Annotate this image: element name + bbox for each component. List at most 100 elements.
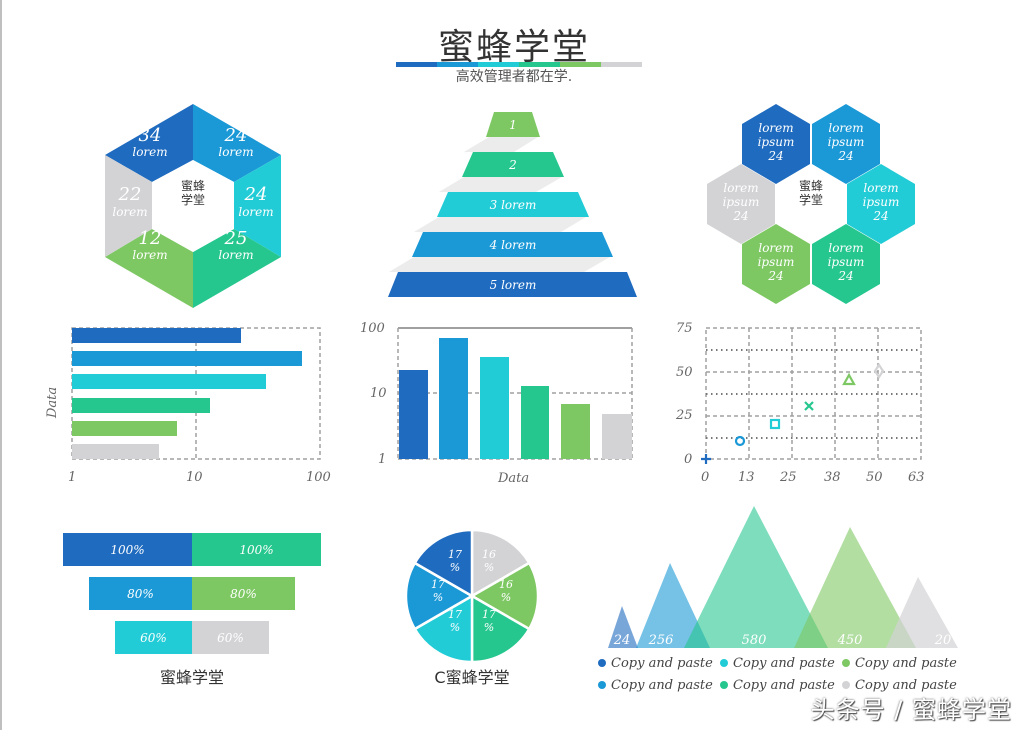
svg-text:256: 256	[648, 633, 674, 648]
svg-text:lorem: lorem	[132, 145, 167, 159]
svg-text:5 lorem: 5 lorem	[490, 278, 537, 292]
pie-chart: 17 % 16 % 16 % 17 % 17 % 17 %	[404, 528, 540, 664]
svg-text:蜜蜂: 蜜蜂	[181, 178, 205, 193]
pyramid-level-3	[437, 192, 589, 217]
title-color-bar	[396, 62, 642, 67]
funnel-row-2: 80% 80%	[89, 577, 295, 610]
svg-text:25: 25	[675, 408, 693, 423]
svg-text:1: 1	[378, 452, 386, 467]
pie-caption: C蜜蜂学堂	[434, 668, 510, 687]
svg-text:17: 17	[448, 548, 462, 561]
svg-text:10: 10	[370, 386, 387, 401]
svg-text:1: 1	[68, 470, 76, 485]
svg-text:2: 2	[508, 158, 517, 172]
svg-text:24: 24	[872, 209, 888, 223]
page-border	[0, 0, 2, 730]
svg-text:34: 34	[139, 125, 162, 146]
hexagon-ring-diagram: 34 lorem 24 lorem 24 lorem 25 lorem 12 l…	[105, 104, 281, 308]
svg-text:lorem: lorem	[218, 248, 253, 262]
svg-text:ipsum: ipsum	[863, 195, 900, 209]
svg-text:24: 24	[837, 149, 853, 163]
svg-text:17: 17	[482, 608, 496, 621]
triangle-area-chart: 24 256 580 450 20	[608, 506, 958, 648]
svg-text:4 lorem: 4 lorem	[489, 238, 537, 252]
svg-text:lorem: lorem	[863, 181, 898, 195]
svg-text:24: 24	[767, 149, 783, 163]
legend-item: Copy and paste	[598, 656, 720, 671]
svg-text:24: 24	[732, 209, 748, 223]
svg-text:lorem: lorem	[132, 248, 167, 262]
svg-text:lorem: lorem	[828, 241, 863, 255]
page-title: 蜜蜂学堂	[437, 27, 590, 68]
svg-text:lorem: lorem	[723, 181, 758, 195]
svg-text:17: 17	[431, 578, 445, 591]
svg-text:1: 1	[509, 118, 517, 132]
legend-item: Copy and paste	[720, 656, 842, 671]
svg-text:ipsum: ipsum	[758, 135, 795, 149]
svg-text:100: 100	[360, 321, 385, 336]
svg-text:lorem: lorem	[758, 121, 793, 135]
legend-dot-icon	[842, 659, 850, 667]
pyramid-level-5	[388, 272, 637, 297]
svg-text:3 lorem: 3 lorem	[490, 198, 537, 212]
legend-item: Copy and paste	[720, 678, 842, 693]
pyramid-diagram: 1 2 3 lorem 4 lorem 5 lorem	[388, 112, 637, 297]
pyramid-level-1	[486, 112, 540, 137]
svg-text:13: 13	[738, 470, 755, 485]
svg-text:17: 17	[448, 608, 462, 621]
svg-text:22: 22	[118, 184, 142, 205]
svg-text:Data: Data	[45, 387, 60, 419]
svg-text:%: %	[450, 621, 460, 634]
svg-text:%: %	[501, 591, 511, 604]
svg-text:12: 12	[139, 228, 162, 249]
svg-text:16: 16	[499, 578, 513, 591]
legend-item: Copy and paste	[842, 678, 964, 693]
page-subtitle: 高效管理者都在学.	[455, 69, 573, 85]
legend-item: Copy and paste	[598, 678, 720, 693]
funnel-row-3: 60% 60%	[115, 621, 269, 654]
svg-text:16: 16	[482, 548, 496, 561]
svg-text:63: 63	[908, 470, 925, 485]
svg-text:24: 24	[767, 269, 783, 283]
svg-text:100: 100	[306, 470, 331, 485]
svg-text:lorem: lorem	[238, 205, 273, 219]
svg-text:50: 50	[866, 470, 883, 485]
svg-text:学堂: 学堂	[181, 192, 205, 207]
svg-text:38: 38	[824, 470, 841, 485]
svg-text:0: 0	[701, 470, 709, 485]
svg-text:lorem: lorem	[758, 241, 793, 255]
svg-text:25: 25	[779, 470, 797, 485]
svg-text:450: 450	[837, 633, 863, 648]
svg-text:lorem: lorem	[218, 145, 253, 159]
svg-text:ipsum: ipsum	[758, 255, 795, 269]
svg-text:25: 25	[224, 228, 248, 249]
svg-text:10: 10	[186, 470, 203, 485]
svg-text:75: 75	[676, 321, 693, 336]
svg-text:ipsum: ipsum	[723, 195, 760, 209]
svg-text:学堂: 学堂	[799, 192, 823, 207]
svg-text:24: 24	[224, 125, 248, 146]
svg-text:0: 0	[684, 452, 692, 467]
svg-text:%: %	[484, 621, 494, 634]
svg-text:580: 580	[742, 633, 767, 648]
svg-text:lorem: lorem	[112, 205, 147, 219]
legend-dot-icon	[720, 659, 728, 667]
legend-dot-icon	[598, 681, 606, 689]
svg-text:24: 24	[837, 269, 853, 283]
pyramid-level-4	[412, 232, 613, 257]
watermark: 头条号 / 蜜蜂学堂	[810, 696, 1012, 724]
vertical-bar-chart: 100 10 1 Data	[360, 321, 633, 486]
funnel-caption: 蜜蜂学堂	[159, 668, 224, 687]
legend-dot-icon	[598, 659, 606, 667]
legend-dot-icon	[720, 681, 728, 689]
legend-dot-icon	[842, 681, 850, 689]
triangle-chart-legend: Copy and paste Copy and paste Copy and p…	[598, 652, 978, 696]
svg-text:Data: Data	[497, 471, 529, 486]
funnel-row-1: 100% 100%	[63, 533, 321, 566]
svg-text:%: %	[433, 591, 443, 604]
legend-item: Copy and paste	[842, 656, 964, 671]
honeycomb-diagram: lorem ipsum 24 lorem ipsum 24 lorem ipsu…	[707, 104, 915, 304]
scatter-plot: 75 50 25 0 0 13 25 38 50 63	[675, 321, 925, 485]
svg-text:20: 20	[934, 633, 952, 648]
svg-text:24: 24	[613, 633, 631, 648]
